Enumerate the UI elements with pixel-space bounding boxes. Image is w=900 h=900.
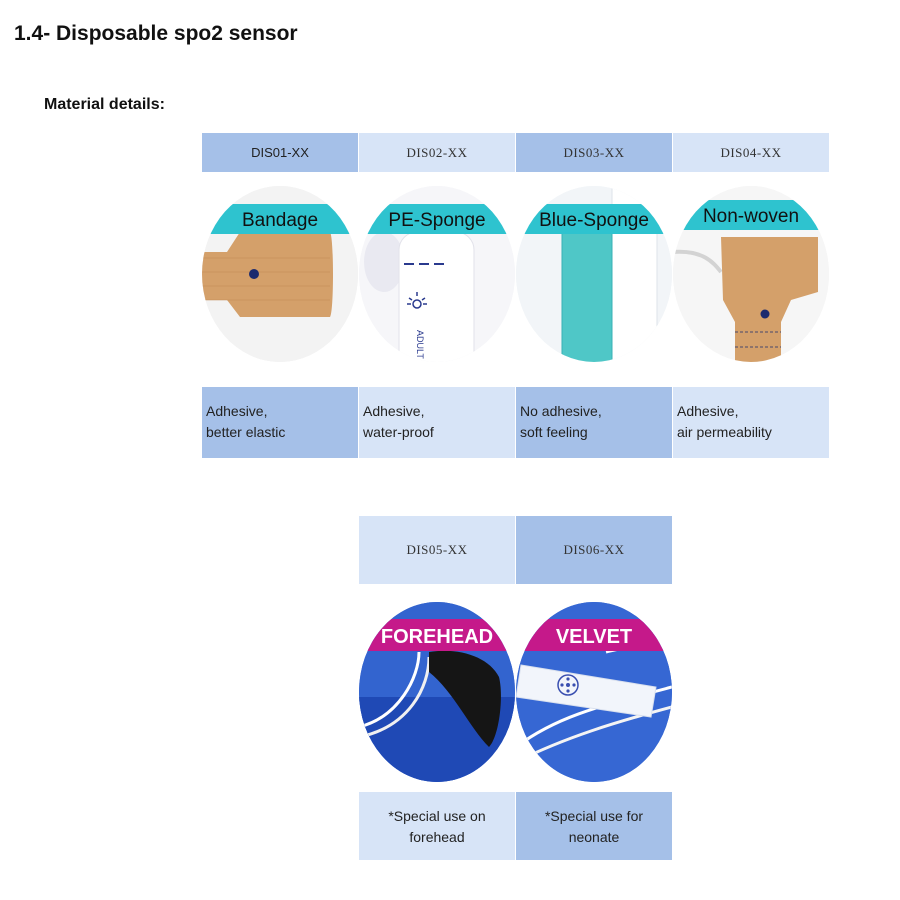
forehead-sensor-image: FOREHEAD — [359, 597, 515, 782]
desc-dis01-line1: Adhesive, — [206, 403, 268, 419]
desc-dis06-line2: neonate — [568, 829, 620, 845]
code-dis06: DIS06-XX — [516, 516, 672, 584]
desc-dis04-line2: air permeability — [677, 424, 772, 440]
desc-dis02-line1: Adhesive, — [363, 403, 425, 419]
desc-dis03-line2: soft feeling — [520, 424, 588, 440]
banner-velvet: VELVET — [556, 626, 632, 648]
banner-bandage: Bandage — [242, 210, 318, 231]
code-dis04: DIS04-XX — [673, 133, 829, 172]
bandage-sensor-image: Bandage — [202, 182, 358, 362]
desc-dis02-line2: water-proof — [363, 424, 434, 440]
banner-non-woven: Non-woven — [703, 206, 799, 227]
section-subtitle: Material details: — [44, 96, 165, 113]
desc-dis01: Adhesive, better elastic — [202, 387, 358, 458]
code-dis02: DIS02-XX — [359, 133, 515, 172]
desc-dis03: No adhesive, soft feeling — [516, 387, 672, 458]
banner-pe-sponge: PE-Sponge — [388, 210, 485, 231]
desc-dis03-line1: No adhesive, — [520, 403, 602, 419]
pe-sponge-sensor-image: ADULT PE-Sponge — [359, 182, 515, 362]
desc-dis04: Adhesive, air permeability — [673, 387, 829, 458]
page-title: 1.4- Disposable spo2 sensor — [14, 22, 298, 45]
adult-print: ADULT — [415, 330, 425, 359]
blue-sponge-sensor-image: Blue-Sponge — [516, 182, 672, 362]
desc-dis05-line1: *Special use on — [388, 808, 486, 824]
banner-forehead: FOREHEAD — [381, 626, 493, 648]
code-dis01: DIS01-XX — [202, 133, 358, 172]
desc-dis02: Adhesive, water-proof — [359, 387, 515, 458]
desc-dis05-line2: forehead — [409, 829, 465, 845]
non-woven-sensor-image: Non-woven — [673, 182, 829, 362]
desc-dis04-line1: Adhesive, — [677, 403, 739, 419]
banner-blue-sponge: Blue-Sponge — [539, 210, 649, 231]
code-dis03: DIS03-XX — [516, 133, 672, 172]
desc-dis01-line2: better elastic — [206, 424, 286, 440]
velvet-sensor-image: VELVET — [516, 597, 672, 782]
desc-dis05: *Special use on forehead — [359, 792, 515, 860]
code-dis05: DIS05-XX — [359, 516, 515, 584]
desc-dis06: *Special use for neonate — [516, 792, 672, 860]
desc-dis06-line1: *Special use for — [544, 808, 644, 824]
